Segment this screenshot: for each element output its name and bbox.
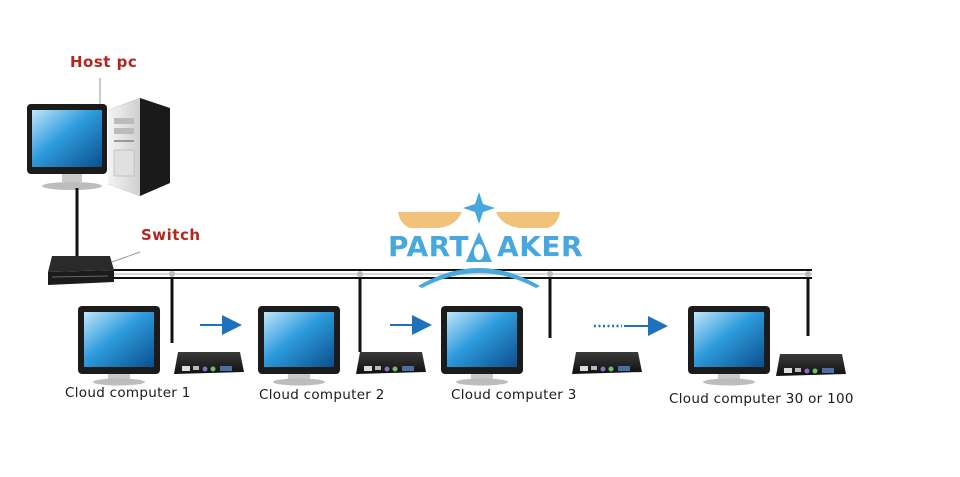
switch-label: Switch <box>141 226 201 244</box>
switch-device <box>48 251 141 285</box>
host-monitor-icon <box>27 104 107 190</box>
host-pc-label: Host pc <box>70 53 138 71</box>
monitor-icon <box>258 306 340 386</box>
monitor-icon <box>441 306 523 386</box>
monitor-icon <box>688 306 770 386</box>
monitor-icon <box>78 306 160 386</box>
cloud-station-3 <box>441 306 523 386</box>
cloud-computer-label-4: Cloud computer 30 or 100 <box>669 391 854 407</box>
flow-arrows <box>200 315 668 336</box>
thin-client-box-icon <box>174 352 244 374</box>
cloud-station-1 <box>78 306 244 386</box>
thin-client-box-icon <box>356 352 426 374</box>
logo-right-wing-icon <box>496 212 560 228</box>
logo-star-icon <box>463 192 495 224</box>
host-pc <box>27 78 170 196</box>
logo-text-right: AKER <box>497 230 584 263</box>
logo-arc-icon <box>418 268 540 288</box>
drop-cables <box>169 271 811 352</box>
logo-text-left: PART <box>388 230 470 263</box>
cloud-computer-label-1: Cloud computer 1 <box>65 385 191 401</box>
cloud-station-2 <box>258 306 426 386</box>
cloud-computer-label-2: Cloud computer 2 <box>259 387 385 403</box>
logo-left-wing-icon <box>398 212 462 228</box>
cloud-computer-label-3: Cloud computer 3 <box>451 387 577 403</box>
cloud-station-4 <box>688 306 846 386</box>
host-tower-icon <box>108 98 170 196</box>
partaker-logo <box>398 192 560 288</box>
thin-client-box-icon <box>776 354 846 376</box>
logo-text: PART AKER <box>388 230 583 263</box>
thin-client-box-icon <box>572 352 642 374</box>
